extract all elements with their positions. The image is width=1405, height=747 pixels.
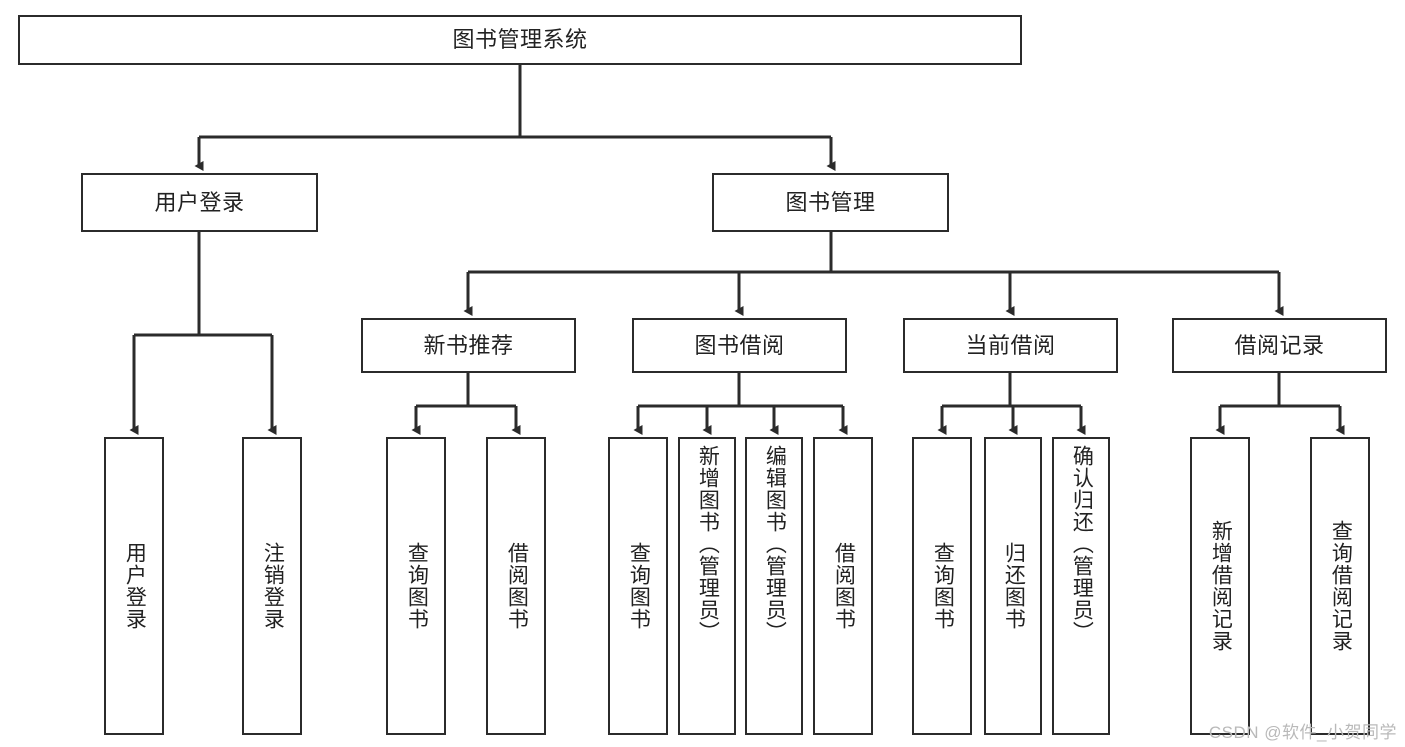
node-root-system[interactable]: 图书管理系统	[18, 15, 1022, 65]
node-user-login-label: 用户登录	[154, 189, 245, 215]
node-leaf-borrow-book-1[interactable]: 借阅图书	[486, 437, 546, 735]
node-book-borrow[interactable]: 图书借阅	[632, 318, 847, 373]
node-book-manage-label: 图书管理	[785, 189, 876, 215]
node-leaf-borrow-book-2-label: 借阅图书	[832, 542, 856, 630]
node-current-borrow-label: 当前借阅	[965, 332, 1056, 358]
node-leaf-confirm-return[interactable]: 确认归还（管理员）	[1052, 437, 1110, 735]
node-root-label: 图书管理系统	[452, 27, 588, 53]
node-leaf-query-book-2[interactable]: 查询图书	[608, 437, 668, 735]
node-leaf-query-book-3[interactable]: 查询图书	[912, 437, 972, 735]
node-leaf-logout-label: 注销登录	[261, 542, 285, 630]
node-leaf-query-book-3-label: 查询图书	[931, 542, 955, 630]
node-book-manage[interactable]: 图书管理	[712, 173, 949, 232]
node-leaf-return-book-label: 归还图书	[1002, 542, 1026, 630]
node-leaf-borrow-book-2[interactable]: 借阅图书	[813, 437, 873, 735]
node-leaf-edit-book-label: 编辑图书（管理员）	[763, 445, 787, 643]
node-leaf-query-book-1-label: 查询图书	[405, 542, 429, 630]
node-leaf-query-record-label: 查询借阅记录	[1329, 520, 1353, 652]
node-leaf-return-book[interactable]: 归还图书	[984, 437, 1042, 735]
node-leaf-query-book-2-label: 查询图书	[627, 542, 651, 630]
node-leaf-query-record[interactable]: 查询借阅记录	[1310, 437, 1370, 735]
node-leaf-logout[interactable]: 注销登录	[242, 437, 302, 735]
node-leaf-add-record[interactable]: 新增借阅记录	[1190, 437, 1250, 735]
node-new-book-recommend[interactable]: 新书推荐	[361, 318, 576, 373]
node-borrow-record-label: 借阅记录	[1234, 332, 1325, 358]
node-leaf-borrow-book-1-label: 借阅图书	[505, 542, 529, 630]
node-current-borrow[interactable]: 当前借阅	[903, 318, 1118, 373]
node-leaf-user-login[interactable]: 用户登录	[104, 437, 164, 735]
node-borrow-record[interactable]: 借阅记录	[1172, 318, 1387, 373]
node-leaf-confirm-return-label: 确认归还（管理员）	[1070, 445, 1094, 643]
node-leaf-edit-book[interactable]: 编辑图书（管理员）	[745, 437, 803, 735]
node-leaf-user-login-label: 用户登录	[123, 542, 147, 630]
csdn-watermark: CSDN @软件_小贺同学	[1208, 723, 1397, 742]
node-new-book-recommend-label: 新书推荐	[423, 332, 514, 358]
node-user-login[interactable]: 用户登录	[81, 173, 318, 232]
node-book-borrow-label: 图书借阅	[694, 332, 785, 358]
node-leaf-add-book[interactable]: 新增图书（管理员）	[678, 437, 736, 735]
node-leaf-query-book-1[interactable]: 查询图书	[386, 437, 446, 735]
node-leaf-add-book-label: 新增图书（管理员）	[696, 445, 720, 643]
node-leaf-add-record-label: 新增借阅记录	[1209, 520, 1233, 652]
